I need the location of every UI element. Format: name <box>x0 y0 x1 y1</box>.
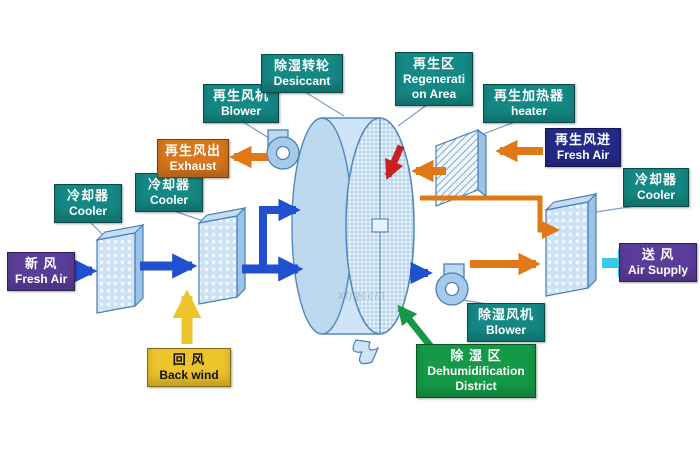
label-text: District <box>455 379 497 394</box>
label-text: Exhaust <box>169 159 217 174</box>
label-text: Cooler <box>149 193 188 208</box>
label-dehumid-blower: 除湿风机 Blower <box>467 303 545 343</box>
wheel-hub <box>371 218 389 233</box>
label-text: heater <box>510 104 548 119</box>
label-text: 送 风 <box>641 247 675 262</box>
label-text: Cooler <box>636 188 675 203</box>
label-text: 除 湿 区 <box>450 348 502 363</box>
cooler-block-left-2 <box>197 206 247 305</box>
label-text: Fresh Air <box>556 148 610 163</box>
heater-block <box>434 128 488 207</box>
cooler-block-left-1 <box>95 223 145 314</box>
label-cooler-left-1: 冷却器 Cooler <box>54 184 122 224</box>
label-regen-fresh-air: 再生风进 Fresh Air <box>545 128 621 168</box>
label-text: 冷却器 <box>634 172 677 187</box>
label-text: Desiccant <box>273 74 331 89</box>
label-back-wind: 回 风 Back wind <box>147 348 231 388</box>
label-regen-heater: 再生加热器 heater <box>483 84 575 124</box>
label-text: Dehumidification <box>427 364 525 379</box>
cooler-block-right <box>544 192 598 297</box>
wheel-ribbon <box>352 339 380 365</box>
label-text: 再生风机 <box>212 88 269 103</box>
label-text: 再生区 <box>413 56 456 71</box>
label-fresh-air-in: 新 风 Fresh Air <box>7 252 76 292</box>
label-text: Blower <box>220 104 261 119</box>
label-air-supply: 送 风 Air Supply <box>619 243 697 283</box>
label-text: Fresh Air <box>15 272 68 287</box>
label-regen-area: 再生区 Regenerati on Area <box>395 52 474 107</box>
label-dehumid-district: 除 湿 区 Dehumidification District <box>416 344 536 399</box>
label-text: Back wind <box>159 368 219 383</box>
label-exhaust: 再生风出 Exhaust <box>157 139 230 179</box>
watermark: xtjqccm <box>338 288 386 302</box>
label-text: 再生加热器 <box>493 88 564 103</box>
dehumid-district-arrow <box>397 304 435 351</box>
label-text: Blower <box>485 323 526 338</box>
label-text: 除湿风机 <box>477 307 534 322</box>
label-desiccant-wheel: 除湿转轮 Desiccant <box>261 54 343 94</box>
dehumid-blower-fan <box>435 263 469 306</box>
process-air-arrows <box>64 198 433 285</box>
label-text: 再生风出 <box>165 143 222 158</box>
label-text: 冷却器 <box>66 188 109 203</box>
label-text: Regenerati <box>403 72 466 87</box>
label-text: 回 风 <box>172 352 206 367</box>
label-text: 冷却器 <box>147 177 190 192</box>
regen-sector-arrow <box>384 144 405 180</box>
desiccant-wheel <box>291 117 415 365</box>
label-text: 除湿转轮 <box>273 58 330 73</box>
regen-blower-fan <box>266 129 300 170</box>
regen-air-arrows <box>229 139 561 276</box>
label-text: 新 风 <box>24 256 58 271</box>
label-text: 再生风进 <box>554 132 611 147</box>
label-cooler-left-2: 冷却器 Cooler <box>135 173 203 213</box>
label-text: Air Supply <box>627 263 688 278</box>
label-text: Cooler <box>68 204 107 219</box>
label-cooler-right: 冷却器 Cooler <box>623 168 689 208</box>
label-text: on Area <box>411 87 457 102</box>
